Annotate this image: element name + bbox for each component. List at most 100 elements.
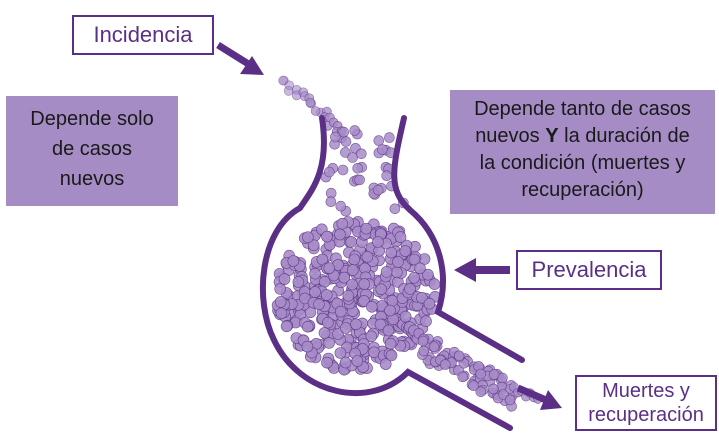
flask-outline bbox=[259, 115, 513, 431]
particle bbox=[302, 231, 314, 243]
particle bbox=[309, 267, 321, 280]
incidence-note-line3: nuevos bbox=[59, 168, 125, 190]
prevalence-note-line2: nuevos Y la duración de bbox=[475, 125, 690, 147]
particle bbox=[334, 228, 346, 241]
incidence-note-line1: Depende solo bbox=[30, 108, 154, 130]
particle bbox=[336, 217, 349, 230]
particle bbox=[301, 340, 314, 353]
particle bbox=[394, 231, 407, 243]
particle bbox=[392, 256, 404, 268]
prevalence-arrow-icon bbox=[454, 258, 510, 282]
particle bbox=[280, 320, 293, 333]
particle bbox=[292, 276, 305, 288]
particle bbox=[408, 253, 421, 266]
particle bbox=[354, 174, 365, 186]
particle bbox=[360, 222, 373, 235]
particle bbox=[274, 283, 287, 295]
particle bbox=[346, 264, 359, 276]
particle bbox=[313, 298, 325, 311]
prevalence-label: Prevalencia bbox=[516, 250, 662, 290]
particle bbox=[381, 170, 393, 181]
particle bbox=[365, 330, 378, 343]
particle bbox=[334, 305, 347, 318]
particle bbox=[468, 380, 479, 392]
particle bbox=[414, 262, 426, 275]
particle bbox=[287, 255, 300, 267]
particle bbox=[379, 358, 392, 370]
particle bbox=[340, 136, 352, 147]
particle bbox=[366, 300, 378, 313]
particle bbox=[338, 126, 350, 138]
particle bbox=[355, 148, 367, 160]
prevalence-note-line4: recuperación) bbox=[521, 179, 644, 201]
particle bbox=[346, 278, 358, 291]
particle bbox=[488, 369, 500, 380]
incidence-note-line2: de casos bbox=[51, 138, 133, 160]
particle bbox=[334, 347, 347, 359]
particles bbox=[271, 75, 543, 412]
particle bbox=[408, 271, 421, 284]
particle bbox=[322, 316, 334, 329]
particle bbox=[372, 184, 384, 196]
particle bbox=[386, 294, 399, 307]
particle bbox=[323, 337, 335, 349]
particle bbox=[330, 131, 341, 143]
particle bbox=[428, 278, 441, 291]
particle bbox=[358, 295, 370, 307]
outflow-label-line2: recuperación bbox=[588, 404, 704, 426]
particle bbox=[349, 125, 361, 136]
outflow-arrow-icon bbox=[516, 384, 562, 410]
particle bbox=[373, 135, 385, 146]
particle bbox=[391, 266, 403, 279]
particle bbox=[488, 383, 499, 395]
particle bbox=[475, 386, 487, 398]
particle bbox=[358, 278, 371, 290]
flask-outline-right bbox=[391, 115, 525, 363]
particle bbox=[404, 283, 416, 295]
particle bbox=[301, 320, 314, 333]
particle bbox=[339, 356, 352, 369]
prevalence-note-line3: la condición (muertes y bbox=[479, 152, 686, 174]
particle bbox=[380, 266, 393, 278]
incidence-label: Incidencia bbox=[72, 15, 214, 55]
particle bbox=[278, 273, 291, 285]
particle bbox=[422, 268, 434, 281]
particle bbox=[318, 327, 331, 339]
incidence-arrow-icon bbox=[216, 42, 264, 75]
particle bbox=[283, 86, 294, 96]
particle bbox=[420, 315, 432, 328]
particle bbox=[337, 164, 349, 176]
particle bbox=[384, 132, 395, 143]
particle bbox=[340, 147, 351, 158]
prevalence-label-text: Prevalencia bbox=[531, 257, 647, 282]
particle bbox=[351, 355, 364, 367]
particle bbox=[504, 394, 516, 406]
particle bbox=[417, 335, 429, 347]
particle bbox=[475, 368, 487, 380]
prevalence-note: Depende tanto de casos nuevos Y la durac… bbox=[450, 90, 715, 214]
particle bbox=[385, 349, 398, 362]
particle bbox=[428, 341, 440, 353]
particle bbox=[307, 239, 320, 251]
particle bbox=[384, 304, 396, 317]
particle bbox=[320, 289, 333, 301]
particle bbox=[372, 236, 384, 248]
particle bbox=[275, 307, 288, 320]
particle bbox=[382, 324, 395, 337]
particle bbox=[345, 236, 358, 248]
particle bbox=[310, 106, 321, 116]
outflow-label: Muertes y recuperación bbox=[575, 375, 717, 431]
particle bbox=[338, 271, 351, 284]
particle bbox=[352, 163, 364, 174]
particle bbox=[399, 245, 412, 257]
particle bbox=[323, 262, 336, 274]
particle bbox=[348, 253, 361, 266]
particle bbox=[423, 297, 436, 310]
particle bbox=[418, 345, 430, 357]
particle bbox=[350, 318, 362, 331]
particle bbox=[384, 337, 397, 350]
particle bbox=[332, 328, 344, 340]
outflow-label-line1: Muertes y bbox=[602, 380, 690, 402]
particle bbox=[309, 286, 321, 298]
